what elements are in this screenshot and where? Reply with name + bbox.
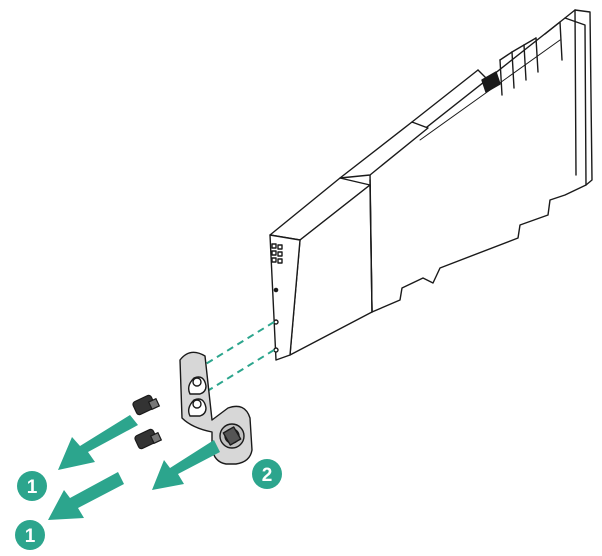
card-board — [370, 18, 586, 312]
removal-arrows — [48, 415, 220, 520]
callout-1-lower-label: 1 — [25, 526, 36, 547]
callout-2: 2 — [252, 459, 282, 489]
alignment-guide-upper — [196, 322, 274, 370]
bracket-thumbscrew — [220, 424, 244, 448]
callout-1-upper-label: 1 — [27, 477, 38, 498]
removal-arrow-lower-screw — [48, 472, 124, 520]
callout-2-label: 2 — [262, 465, 273, 486]
callout-1-lower: 1 — [15, 520, 45, 550]
screw-upper — [132, 394, 159, 415]
callout-1-upper: 1 — [17, 471, 47, 501]
screw-lower — [134, 428, 161, 449]
removal-arrow-bracket — [152, 440, 220, 490]
removal-arrow-upper-screw — [58, 415, 138, 470]
expansion-card — [270, 10, 592, 360]
